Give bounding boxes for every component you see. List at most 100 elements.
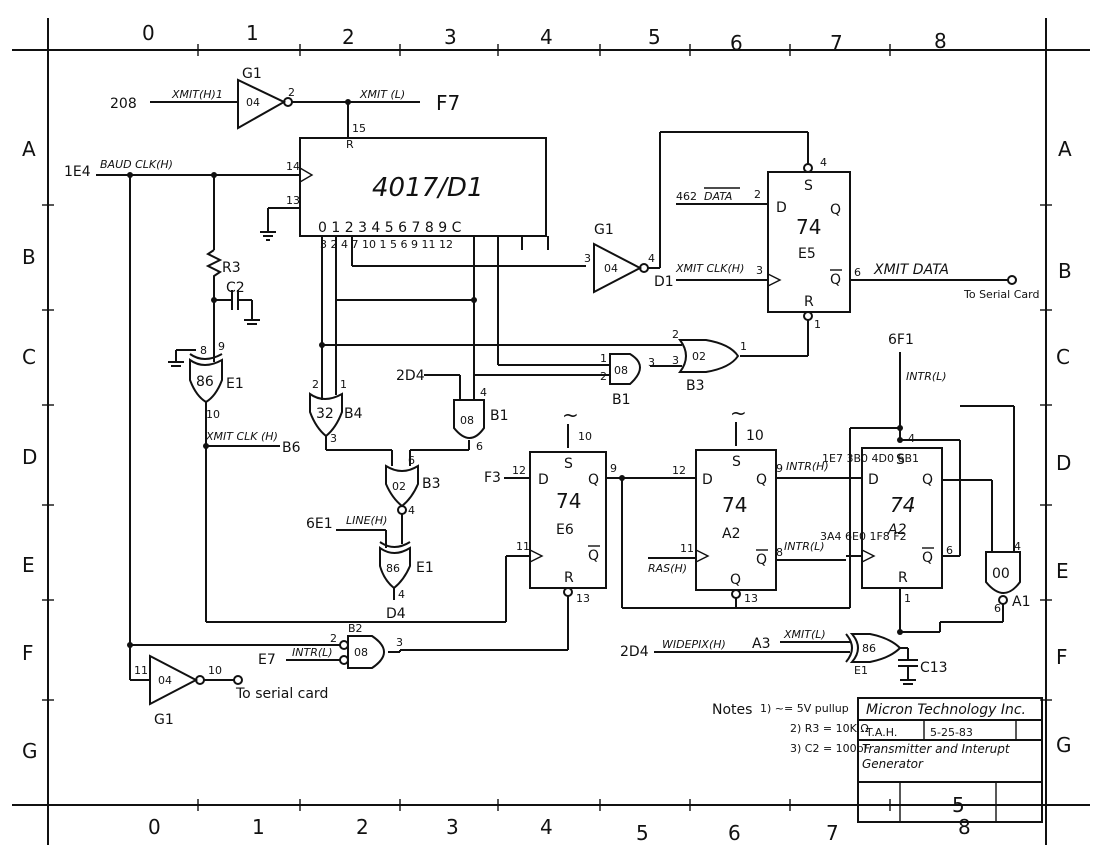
company-name: Micron Technology Inc. [866,702,1026,718]
gate-type: 08 [614,364,628,377]
signal-ref: D1 [654,274,674,290]
gate-type: 02 [392,480,406,493]
gate-ref: E1 [226,376,244,392]
col-label: 0 [148,815,161,839]
notes-heading: Notes [712,702,752,718]
pin-number: 6 [994,602,1001,615]
counter-4017: 4017/D1 14 13 0 1 2 3 4 5 6 7 8 9 C 3 2 … [260,137,586,400]
signal-label: DATA [704,190,732,203]
pullup-symbol: ~ [562,403,579,427]
note-item: 2) R3 = 10K Ω [790,722,869,735]
signal-label: XMIT CLK(H) [675,262,744,275]
signal-label: XMIT (L) [359,88,405,101]
row-label: B [22,245,36,269]
signal-refs: 1E7 3B0 4D0 6B1 [822,452,919,465]
pin-label: Q [756,552,767,568]
gate-ref: A1 [1012,594,1030,610]
signal-ref: 6F1 [888,332,914,348]
pin-number: 14 [286,160,300,173]
destination-label: To serial card [235,686,328,702]
gate-e1-86-f: 2D4 WIDEPIX(H) A3 XMIT(L) 86 E1 C13 [620,628,948,685]
pin-number: 1 [740,340,747,353]
gate-a1-00: 00 4 6 A1 [900,405,1030,633]
ic-output-labels: 0 1 2 3 4 5 6 7 8 9 C [318,220,462,236]
signal-label: INTR(L) [906,370,947,383]
pin-number: 10 [746,428,764,444]
signal-ref: 2D4 [620,644,649,660]
pin-number: 1 [340,378,347,391]
gate-type: 08 [460,414,474,427]
signal-label: WIDEPIX(H) [662,638,726,651]
pin-number: 6 [854,266,861,279]
pin-number: 4 [648,252,655,265]
pin-number: 4 [398,588,405,601]
gate-ref: G1 [594,222,614,238]
row-label: A [22,137,36,161]
pin-number: 3 [756,264,763,277]
row-label: C [1056,345,1070,369]
pin-label: S [564,456,573,472]
gate-b2-08: E7 INTR(L) 08 B2 2 3 [130,622,403,669]
pin-label: Q [922,550,933,566]
g1-bottom-inverter: 11 04 G1 10 To serial card [129,645,328,728]
pin-number: 1 [814,318,821,331]
row-label: A [1058,137,1072,161]
gate-ref: B1 [490,408,509,424]
pin-number: 9 [610,462,617,475]
signal-ref: 1E4 [64,164,91,180]
ic-type: 74 [556,489,581,513]
pin-number: 3 [330,432,337,445]
col-label: 2 [356,815,369,839]
signal-ref: D4 [386,606,406,622]
gate-ref: G1 [242,66,262,82]
row-label: E [22,553,35,577]
pin-label: Q [588,548,599,564]
signal-label: XMIT(H)1 [171,88,223,101]
g1-mid-inverter: G1 04 3 4 D1 [584,131,809,294]
col-label: 8 [958,815,971,839]
row-label: G [22,739,38,763]
signal-label: LINE(H) [346,514,387,527]
gate-ref: B2 [348,622,363,635]
col-label: 1 [252,815,265,839]
col-label: 8 [934,29,947,53]
gate-e1-86-left: 86 E1 8 9 10 XMIT CLK (H) B6 [168,340,530,623]
pin-number: 4 [408,504,415,517]
pin-number: 1 [600,352,607,365]
pin-number: 13 [744,592,758,605]
col-label: 3 [444,25,457,49]
pin-number: 9 [218,340,225,353]
pin-number: 15 [352,122,366,135]
pin-number: 2 [312,378,319,391]
row-label: B [1058,259,1072,283]
pin-number: 9 [776,462,783,475]
pin-number: 4 [820,156,827,169]
border: 0 1 2 3 4 5 6 7 8 0 1 2 3 4 5 6 7 8 A B … [12,18,1090,845]
flipflop-a2-first: ~ 10 S D 12 Q 74 A2 Q Q 11 RAS(H) 13 9 I… [648,401,919,608]
pin-number: 13 [576,592,590,605]
gate-type: 04 [604,262,618,275]
gate-ref: E1 [416,560,434,576]
pin-label: Q [830,202,841,218]
pin-label: R [898,570,908,586]
pin-label: S [732,454,741,470]
pin-number: 4 [908,432,915,445]
signal-label: XMIT DATA [873,262,949,278]
pin-number: 2 [754,188,761,201]
gate-type: 86 [862,642,876,655]
pin-number: 4 [1014,540,1021,553]
pin-number: 1 [904,592,911,605]
ic-ref: A2 [722,526,740,542]
signal-label: RAS(H) [648,562,687,575]
gate-ref: G1 [154,712,174,728]
pin-label: S [896,452,905,468]
ic-type: 74 [796,215,821,239]
flipflop-e6: ~ 10 S D Q 74 E6 Q R F3 12 11 13 9 [400,403,900,651]
signal-ref: 2D4 [396,368,425,384]
pin-number: 8 [200,344,207,357]
col-label: 5 [648,25,661,49]
pin-number: 10 [206,408,220,421]
gate-ref: B4 [344,406,363,422]
signal-ref: F3 [484,470,501,486]
col-label: 0 [142,21,155,45]
